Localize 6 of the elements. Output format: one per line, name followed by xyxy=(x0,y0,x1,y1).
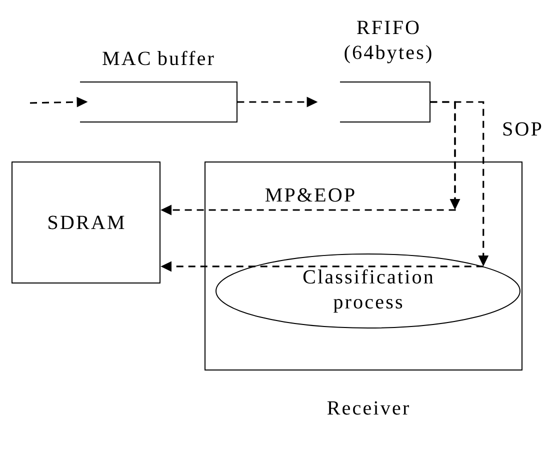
component-box: SDRAM xyxy=(12,162,160,284)
buffer-box: RFIFO (64bytes) xyxy=(340,20,432,122)
edge-label: MP&EOP xyxy=(264,187,356,203)
buffer-box: MAC buffer xyxy=(80,50,238,122)
node-label: Receiver xyxy=(327,401,409,415)
edge-label: SOP xyxy=(501,121,543,137)
